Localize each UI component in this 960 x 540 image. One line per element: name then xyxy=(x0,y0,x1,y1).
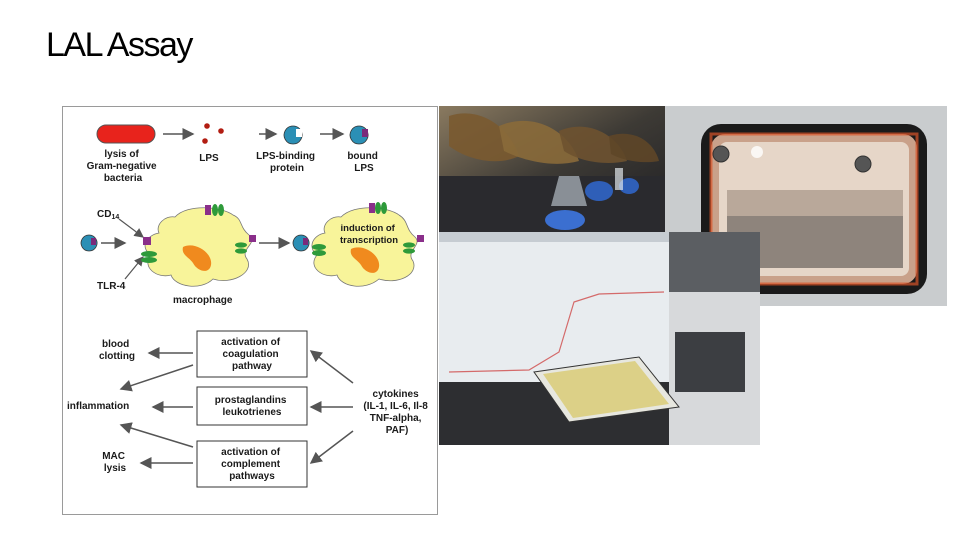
complement-box: activation of complement pathways xyxy=(196,440,308,488)
prostaglandins-box: prostaglandins leukotrienes xyxy=(196,386,308,426)
cd14-label: CD14 xyxy=(97,209,119,221)
horseshoe-crab-photo xyxy=(439,106,665,232)
svg-text:prostaglandins leukotrie: prostaglandins leukotrienes xyxy=(215,395,289,418)
lbp-label: LPS-binding protein xyxy=(256,151,318,174)
svg-text:activation of complement: activation of complement pathways xyxy=(221,447,283,482)
activated-macrophage-cell xyxy=(311,202,424,287)
lps-dots xyxy=(202,123,224,144)
lbp-protein-shape xyxy=(283,125,303,145)
incoming-lps-complex xyxy=(80,234,98,252)
cytokines-label: cytokines (IL-1, IL-6, Il-8 TNF-alpha, P… xyxy=(363,389,430,436)
activated-lps-complex xyxy=(292,234,310,252)
svg-text:activation of coagulatio: activation of coagulation pathway xyxy=(221,337,283,372)
macrophage-label: macrophage xyxy=(173,295,233,306)
plate-reader-photo xyxy=(439,232,760,445)
blood-clotting-label: blood clotting xyxy=(99,339,135,362)
macrophage-cell xyxy=(141,204,256,287)
induction-label: induction of transcription xyxy=(340,223,398,246)
lps-pathway-diagram: lysis of Gram-negative bacteria LPS LPS-… xyxy=(62,106,438,515)
lps-label: LPS xyxy=(199,153,219,164)
mac-lysis-label: MAC lysis xyxy=(102,451,128,474)
bound-lps-shape xyxy=(349,125,369,145)
bacterium-shape xyxy=(96,124,156,144)
slide-title: LAL Assay xyxy=(46,26,193,64)
lysis-label: lysis of Gram-negative bacteria xyxy=(87,149,160,184)
coagulation-box: activation of coagulation pathway xyxy=(196,330,308,378)
bound-lps-label: bound LPS xyxy=(347,151,380,174)
tlr4-label: TLR-4 xyxy=(97,281,126,292)
inflammation-label: inflammation xyxy=(67,401,129,412)
microplate xyxy=(533,356,680,423)
